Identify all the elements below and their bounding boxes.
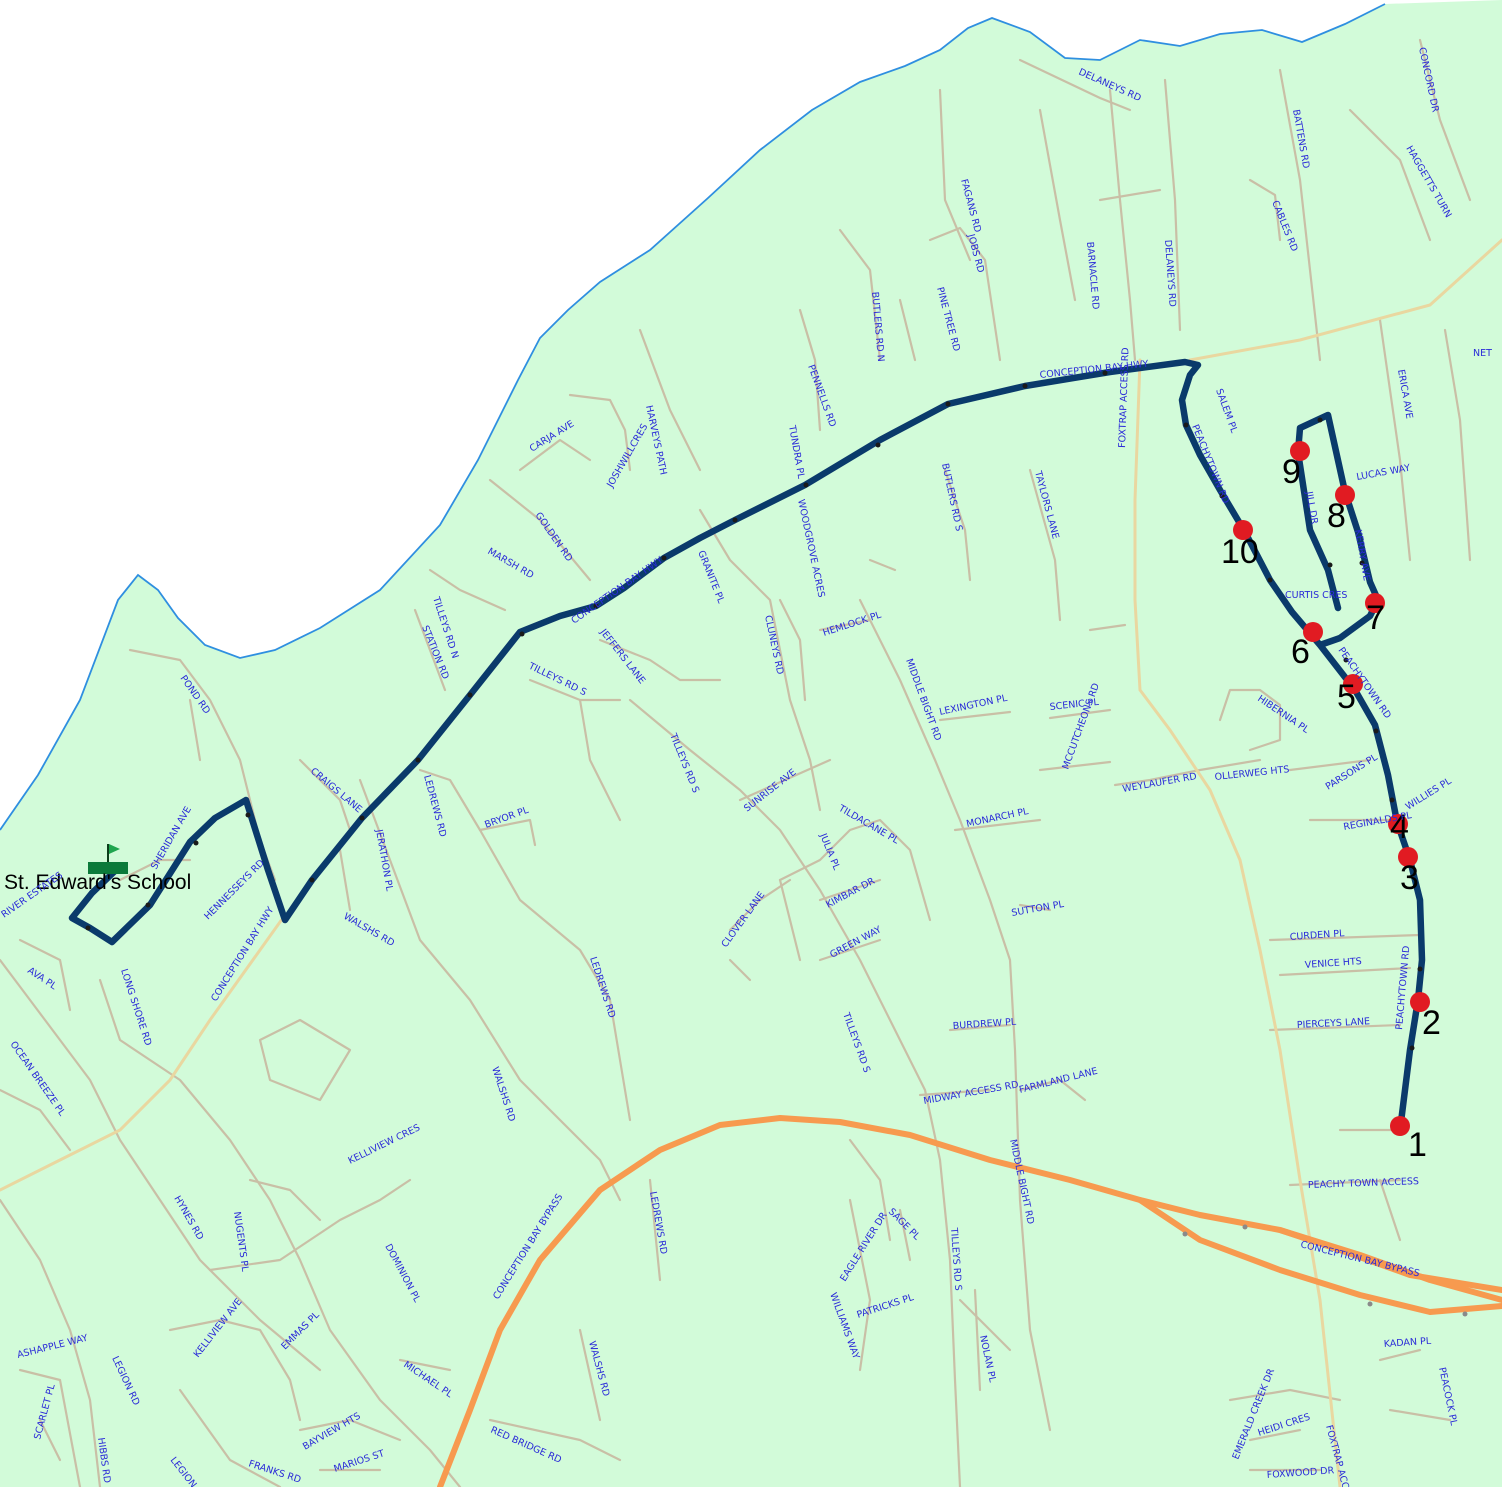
local-roads (0, 38, 1472, 1487)
stop-marker-1[interactable] (1390, 1116, 1410, 1136)
route-vertex-dots (85, 370, 1423, 1051)
stop-marker-3[interactable] (1398, 847, 1418, 867)
stop-marker-5[interactable] (1343, 674, 1363, 694)
stop-marker-8[interactable] (1335, 485, 1355, 505)
street-label: FOXWOOD DR (1266, 1465, 1334, 1481)
route-stop-markers[interactable] (1233, 441, 1430, 1136)
stop-number-10: 10 (1221, 533, 1259, 571)
highways (437, 1115, 1502, 1487)
stop-marker-7[interactable] (1365, 593, 1385, 613)
stop-number-7: 7 (1366, 599, 1385, 637)
stop-number-2: 2 (1422, 1004, 1441, 1042)
route-stop-numbers: 1 2 3 4 56 7 89 10 (1221, 453, 1441, 1164)
flag-pennant (109, 844, 120, 854)
street-label: SCENIC PL (1049, 697, 1100, 713)
street-label: KADAN PL (1383, 1336, 1432, 1350)
stop-number-9: 9 (1282, 453, 1301, 491)
street-label: PIERCEYS LANE (1297, 1016, 1371, 1031)
stop-number-4: 4 (1390, 808, 1409, 846)
school-marker[interactable]: St. Edward's School (4, 844, 191, 894)
stop-number-8: 8 (1327, 497, 1346, 535)
flag-icon (88, 862, 128, 874)
stop-marker-9[interactable] (1290, 441, 1310, 461)
highway-direction-arrows (1182, 1224, 1468, 1317)
street-label: CURTIS CRES (1285, 590, 1347, 601)
shoreline (0, 3, 1386, 831)
street-label: FOXTRAP ACCESS RD (1117, 347, 1132, 448)
stop-marker-4[interactable] (1388, 814, 1408, 834)
stop-number-1: 1 (1408, 1126, 1427, 1164)
stop-number-3: 3 (1400, 859, 1419, 897)
street-label: PEACHY TOWN ACCESS (1308, 1176, 1419, 1191)
stop-marker-10[interactable] (1233, 520, 1253, 540)
street-label: TILLEYS RD S (948, 1226, 963, 1291)
street-label: CURDEN PL (1289, 928, 1345, 943)
stop-marker-6[interactable] (1303, 622, 1323, 642)
street-label: BURDREW PL (952, 1017, 1017, 1032)
arterial-roads (0, 238, 1502, 1487)
stop-marker-2[interactable] (1410, 992, 1430, 1012)
school-label: St. Edward's School (4, 871, 191, 894)
stop-number-6: 6 (1291, 633, 1310, 671)
street-label: VENICE HTS (1304, 956, 1362, 971)
street-label: DELANEYS RD (1162, 239, 1178, 307)
stop-number-5: 5 (1337, 678, 1356, 716)
street-label: NET (1473, 348, 1492, 359)
